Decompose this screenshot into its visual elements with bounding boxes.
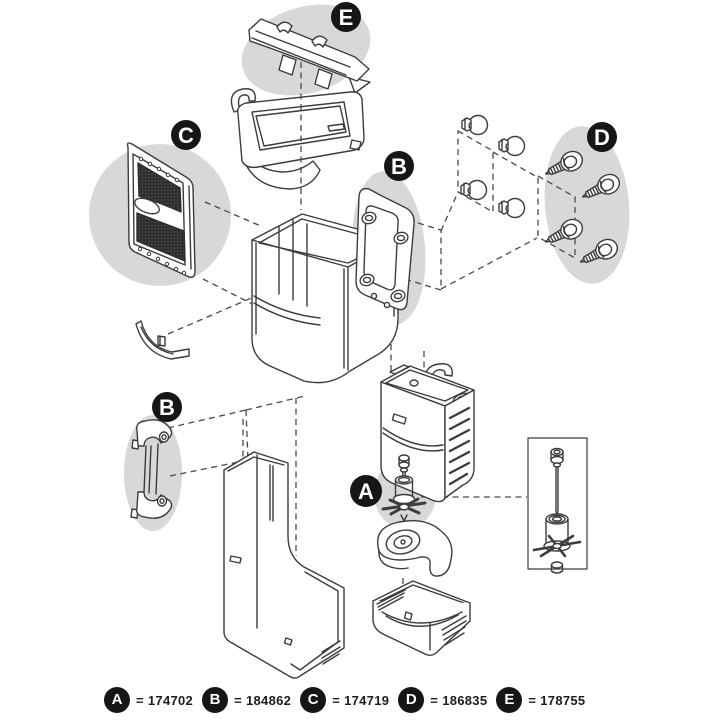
lid-part bbox=[230, 88, 365, 190]
legend-letter-badge-a: A bbox=[104, 687, 130, 713]
callout-badges: E C B D B A bbox=[152, 2, 617, 507]
pump-housing-part bbox=[376, 519, 453, 577]
callout-d-letter: D bbox=[594, 125, 610, 150]
callout-b-upper: B bbox=[384, 151, 414, 181]
clip-band-part bbox=[135, 320, 190, 360]
equals-sign: = bbox=[528, 692, 537, 708]
legend-letter-badge-b: B bbox=[202, 687, 229, 713]
equals-sign: = bbox=[430, 692, 439, 708]
callout-b-lower: B bbox=[152, 392, 182, 422]
parts-legend: A =174702 B =184862 C =174719 D =186835 … bbox=[104, 687, 585, 713]
legend-letter-badge-c: C bbox=[300, 687, 327, 713]
legend-item-a: A =174702 bbox=[104, 687, 193, 713]
media-basket-part bbox=[380, 363, 475, 503]
legend-item-d: D =186835 bbox=[398, 687, 487, 713]
legend-part-number-b: 184862 bbox=[246, 692, 292, 708]
legend-item-c: C =174719 bbox=[300, 687, 389, 713]
callout-b-upper-letter: B bbox=[391, 154, 407, 179]
legend-part-number-c: 174719 bbox=[344, 692, 390, 708]
legend-part-number-e: 178755 bbox=[540, 692, 586, 708]
clamp-rail-part bbox=[130, 419, 173, 519]
callout-a-letter: A bbox=[358, 479, 374, 504]
callout-b-lower-letter: B bbox=[159, 395, 175, 420]
callout-a: A bbox=[350, 475, 382, 507]
callout-c: C bbox=[171, 120, 201, 150]
gasket-part bbox=[355, 187, 415, 311]
latch-part bbox=[248, 18, 371, 94]
callout-e-letter: E bbox=[339, 5, 354, 30]
legend-part-number-a: 174702 bbox=[147, 692, 194, 708]
equals-sign: = bbox=[136, 692, 144, 708]
impeller-detail-box bbox=[527, 437, 588, 574]
callout-c-letter: C bbox=[178, 123, 194, 148]
legend-letter-badge-d: D bbox=[398, 687, 425, 713]
equals-sign: = bbox=[234, 692, 242, 708]
callout-d: D bbox=[587, 122, 617, 152]
equals-sign: = bbox=[332, 692, 341, 708]
legend-item-b: B =184862 bbox=[202, 687, 291, 713]
grille-part bbox=[126, 142, 196, 278]
callout-e: E bbox=[331, 2, 361, 32]
legend-letter-badge-e: E bbox=[496, 687, 523, 713]
impeller-part bbox=[381, 454, 427, 522]
base-tray-part bbox=[372, 580, 471, 656]
legend-item-e: E =178755 bbox=[496, 687, 585, 713]
outer-case-part bbox=[223, 451, 345, 679]
legend-part-number-d: 186835 bbox=[442, 692, 488, 708]
